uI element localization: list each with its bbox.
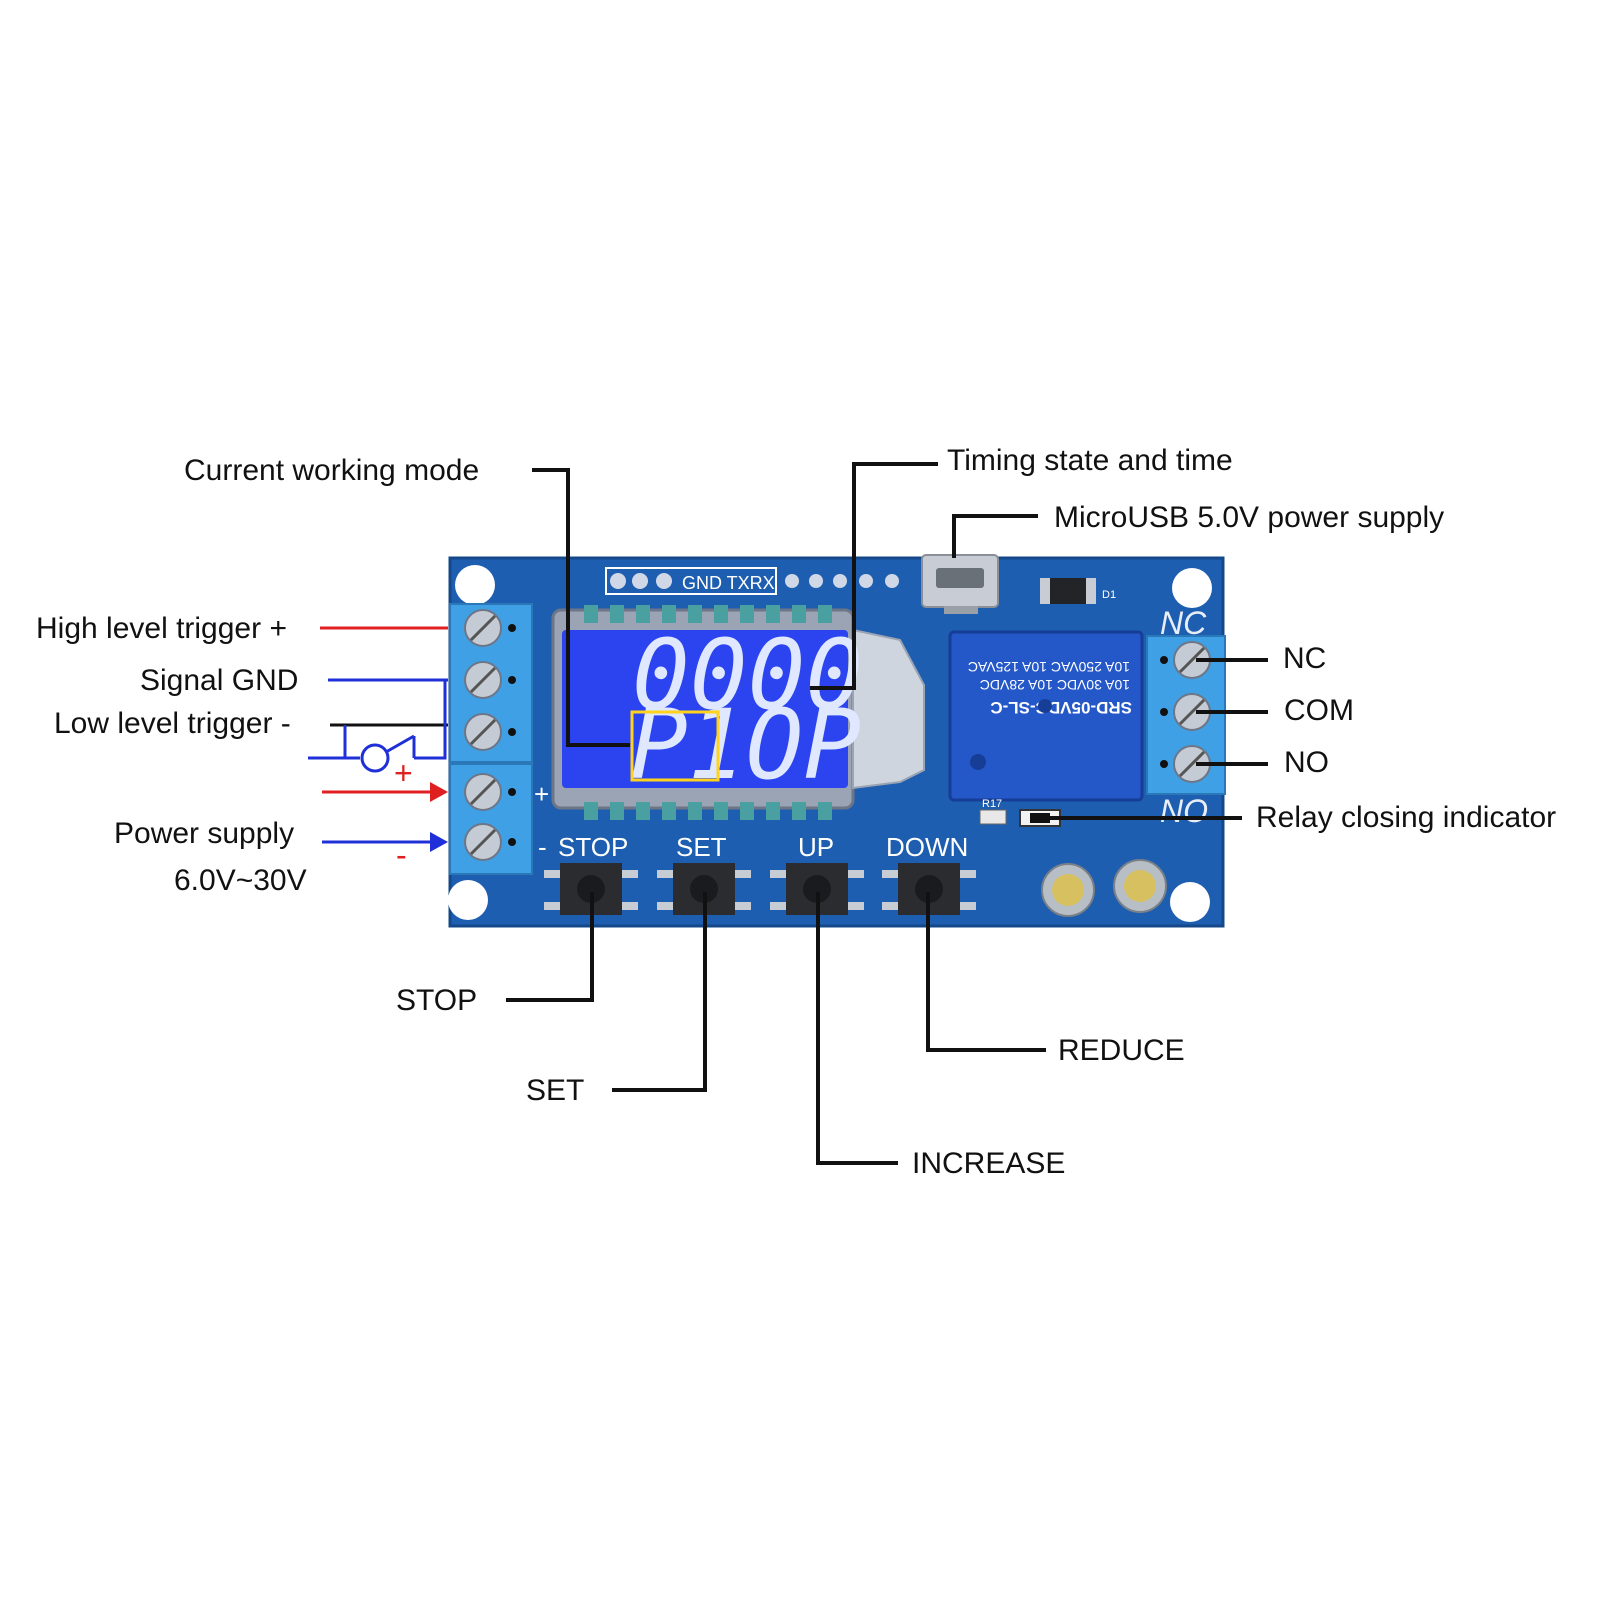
label-com: COM <box>1284 694 1354 727</box>
d1-label: D1 <box>1102 589 1116 601</box>
lcd-pins-bottom <box>584 802 832 820</box>
diode-d1: D1 <box>1040 578 1116 604</box>
lcd-module: 0000 P1OP <box>551 608 925 810</box>
minus-silkscreen: - <box>538 832 547 862</box>
label-high-level-trigger: High level trigger + <box>36 612 287 645</box>
label-microusb: MicroUSB 5.0V power supply <box>1054 501 1444 534</box>
leader-increase <box>816 892 898 1165</box>
leader-timing-state <box>810 462 938 690</box>
capacitors <box>1041 859 1167 917</box>
btn-set-silk: SET <box>676 832 727 862</box>
switch-contact <box>360 743 390 773</box>
switch-lever <box>385 734 415 754</box>
label-timing-state: Timing state and time <box>947 444 1233 477</box>
relay-rating-dc: 10A 30VDC 10A 28VDC <box>980 677 1130 693</box>
down-button[interactable] <box>882 863 976 915</box>
label-stop: STOP <box>396 984 477 1017</box>
mount-hole <box>1170 882 1210 922</box>
label-power-range: 6.0V~30V <box>174 864 307 897</box>
leader-microusb <box>952 514 1038 558</box>
relay-module: SRD-05VDC-SL-C 10A 30VDC 10A 28VDC 10A 2… <box>948 630 1144 802</box>
minus-sign: - <box>396 837 407 873</box>
lcd-pins-top <box>584 605 832 623</box>
header-label: GND TXRX <box>682 573 775 593</box>
btn-up-silk: UP <box>798 832 834 862</box>
label-signal-gnd: Signal GND <box>140 664 298 697</box>
relay-model: SRD-05VDC-SL-C <box>990 698 1132 717</box>
lcd-mode-digits: P1OP <box>630 689 861 801</box>
label-reduce: REDUCE <box>1058 1034 1185 1067</box>
label-no: NO <box>1284 746 1329 779</box>
r17-label: R17 <box>982 798 1002 810</box>
label-nc: NC <box>1283 642 1326 675</box>
mount-hole <box>448 880 488 920</box>
trigger-terminal-block <box>449 603 533 763</box>
pcb-board: GND TXRX D1 0000 P1OP <box>448 554 1226 928</box>
no-silkscreen: NO <box>1160 793 1208 829</box>
mode-highlight-box <box>630 710 720 782</box>
leader-reduce <box>926 892 1046 1052</box>
leader-lines <box>506 462 1268 1165</box>
power-terminal-block <box>449 763 533 875</box>
mount-hole <box>1172 568 1212 608</box>
label-increase: INCREASE <box>912 1147 1065 1180</box>
serial-header: GND TXRX <box>605 567 899 595</box>
microusb-port <box>921 554 999 614</box>
label-low-level-trigger: Low level trigger - <box>54 707 291 740</box>
leader-current-mode <box>532 468 630 747</box>
switch-loop <box>414 680 447 760</box>
label-current-working-mode: Current working mode <box>184 454 479 487</box>
plus-sign: + <box>394 755 413 791</box>
relay-rating-ac: 10A 250VAC 10A 125VAC <box>968 659 1130 675</box>
label-set: SET <box>526 1074 584 1107</box>
label-relay-closing-indicator: Relay closing indicator <box>1256 801 1556 834</box>
wiring <box>308 626 448 852</box>
leader-stop <box>506 892 594 1002</box>
plus-silkscreen: + <box>534 779 549 809</box>
btn-stop-silk: STOP <box>558 832 628 862</box>
leader-set <box>612 892 707 1092</box>
label-power-supply: Power supply <box>114 817 294 850</box>
btn-down-silk: DOWN <box>886 832 968 862</box>
mount-hole <box>455 565 495 605</box>
nc-silkscreen: NC <box>1160 605 1207 641</box>
relay-terminal-block <box>1146 635 1226 795</box>
